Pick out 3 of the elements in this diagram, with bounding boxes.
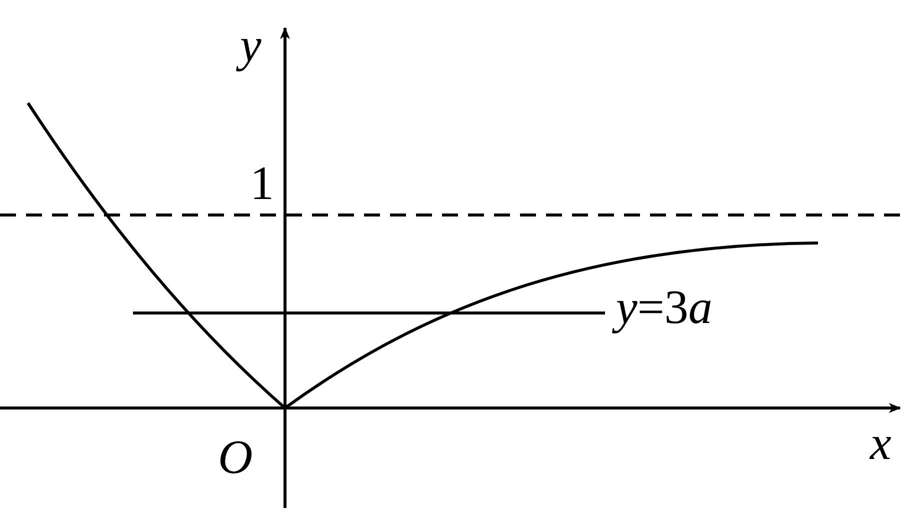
x-axis-label: x	[870, 420, 892, 468]
tick-label: 1	[250, 160, 274, 208]
origin-label: O	[218, 434, 253, 482]
